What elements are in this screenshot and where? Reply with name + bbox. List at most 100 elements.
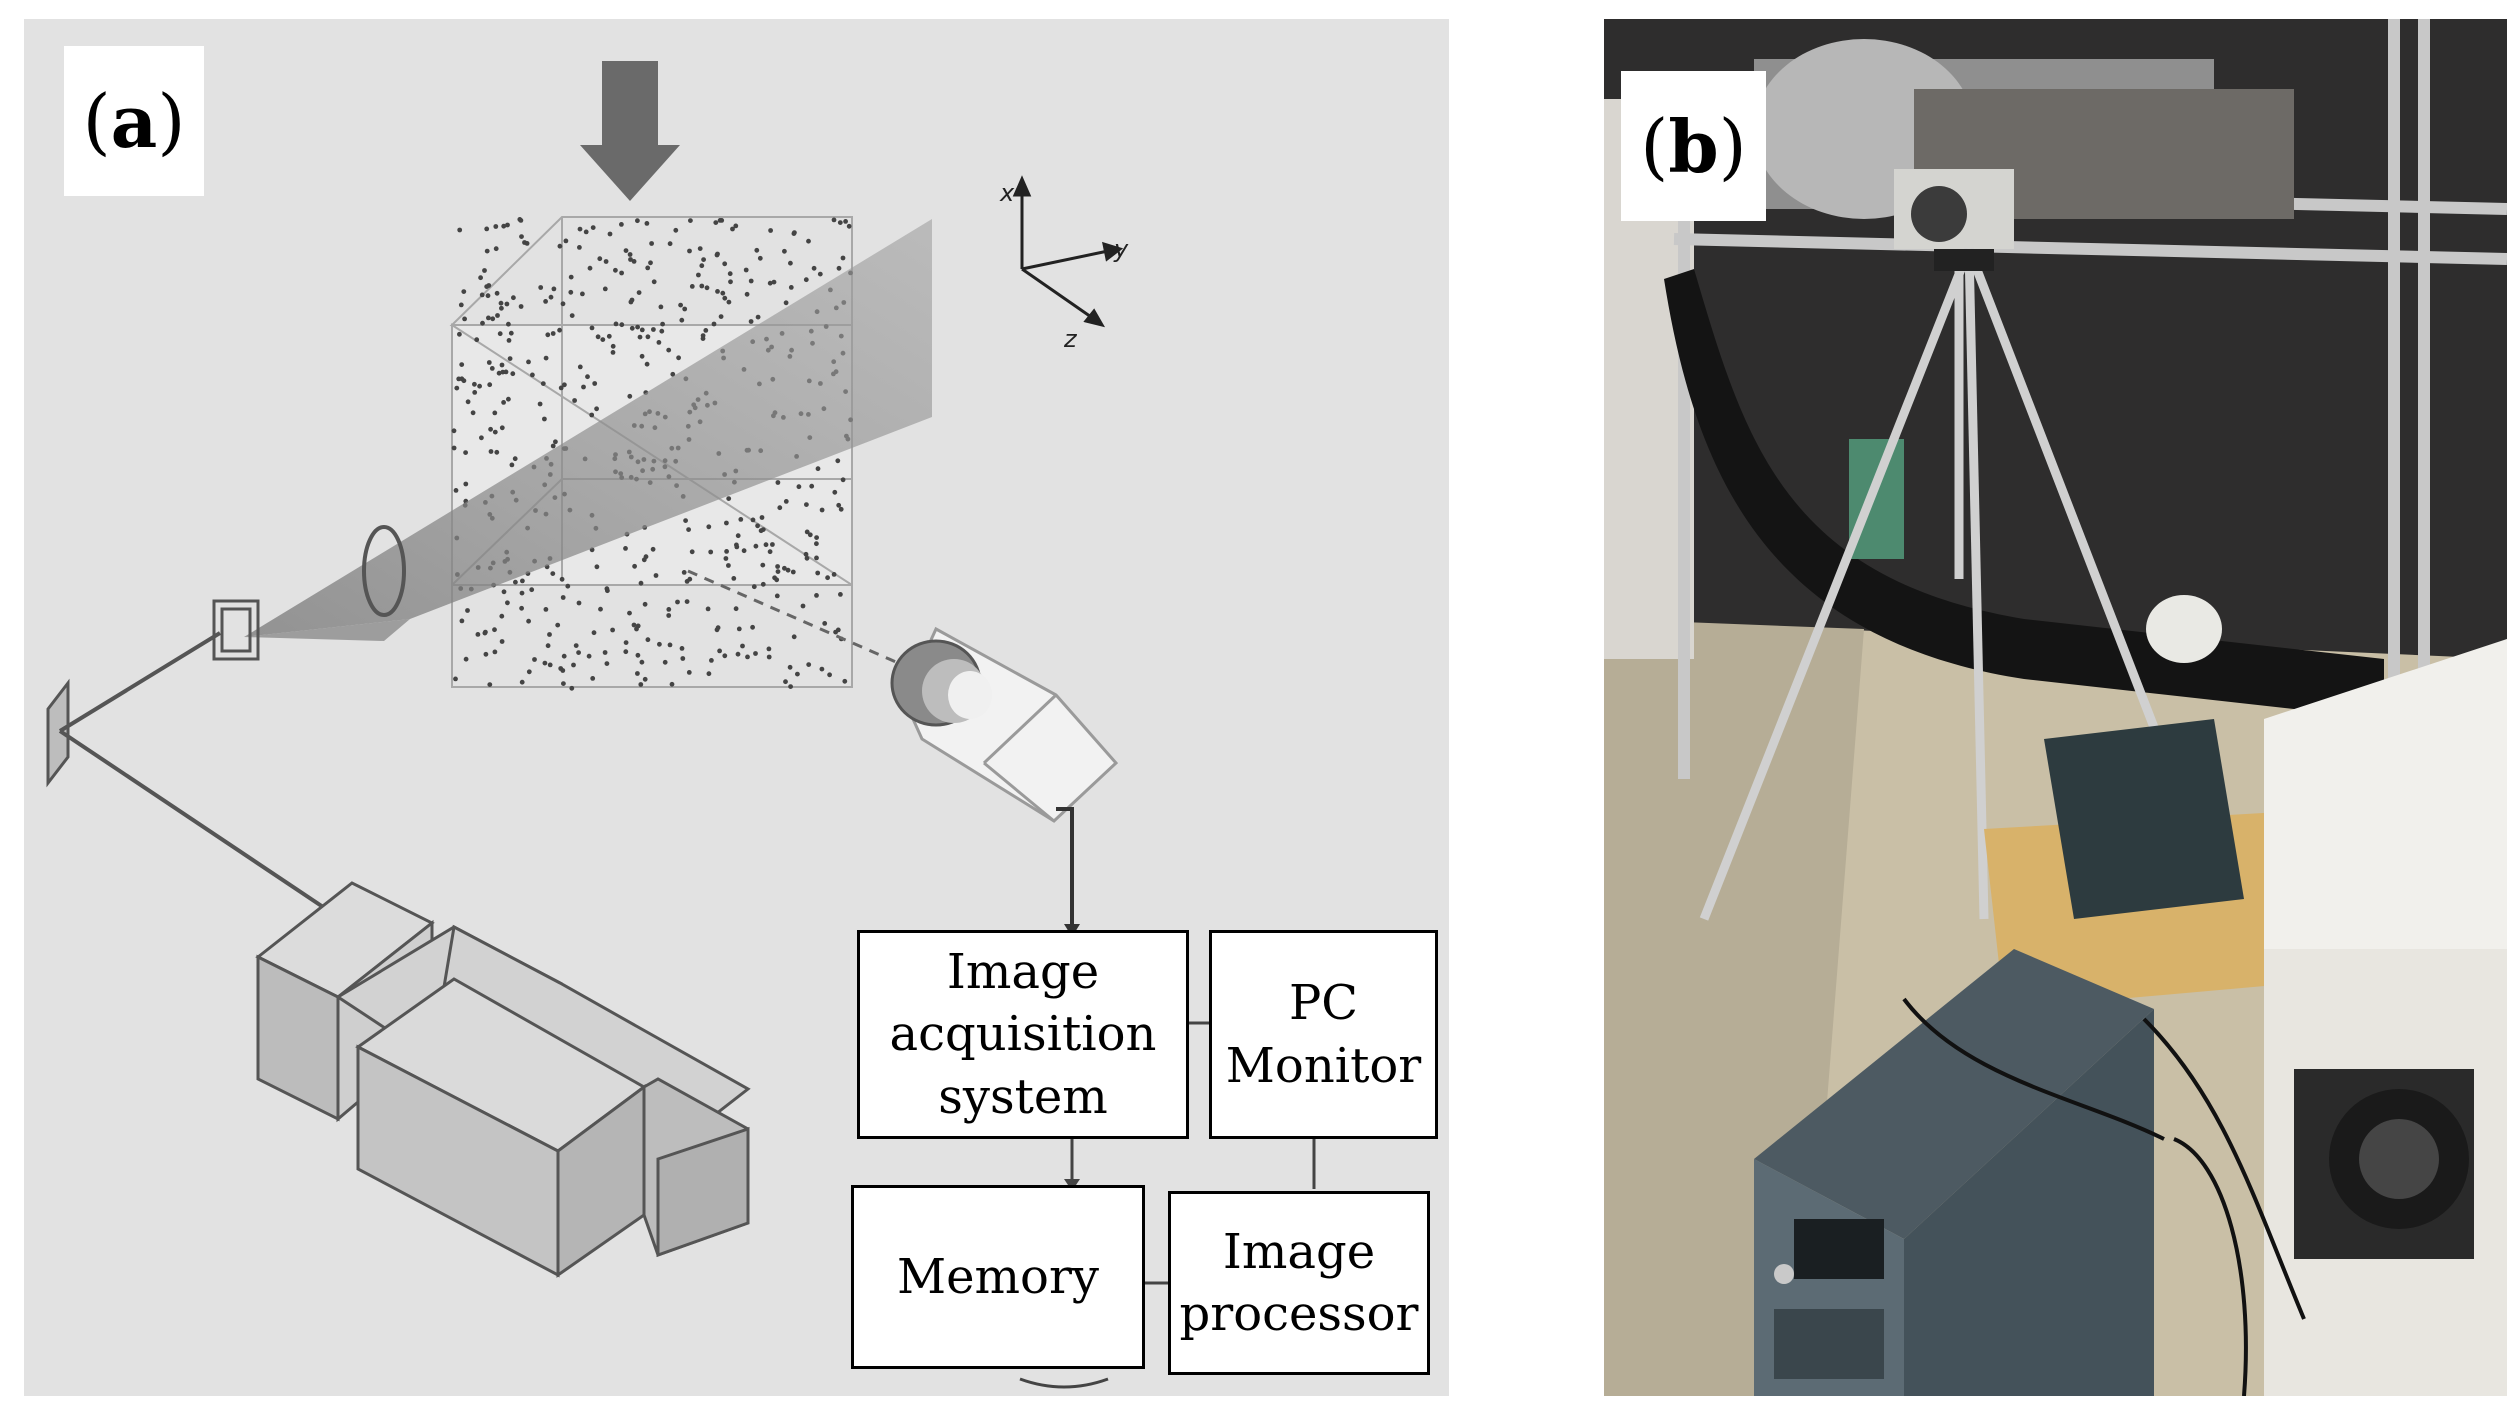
- particle: [706, 524, 712, 530]
- particle: [814, 535, 819, 540]
- particle: [557, 327, 562, 333]
- particle: [540, 381, 546, 386]
- particle: [519, 679, 525, 685]
- particle: [488, 426, 493, 432]
- particle: [744, 291, 750, 297]
- particle: [457, 331, 462, 337]
- camera-cable: [1056, 807, 1074, 929]
- flexible-duct: [1664, 269, 2384, 719]
- particle: [782, 248, 787, 254]
- particle: [814, 593, 819, 598]
- particle: [662, 659, 668, 665]
- panel-label-a: (a): [64, 46, 204, 196]
- particle: [708, 549, 714, 555]
- particle: [667, 642, 673, 648]
- axis-label-y: y: [1113, 235, 1129, 263]
- particle: [510, 371, 516, 377]
- particle: [506, 396, 511, 402]
- particle: [667, 241, 673, 247]
- particle: [639, 353, 645, 359]
- particle: [687, 576, 693, 582]
- particle: [511, 295, 516, 301]
- particle: [770, 542, 775, 547]
- particle: [748, 278, 754, 284]
- particle: [512, 456, 518, 462]
- particle: [785, 567, 791, 573]
- particle: [800, 603, 806, 609]
- particle: [714, 627, 720, 633]
- particle: [487, 382, 493, 388]
- particle: [494, 290, 500, 296]
- particle: [635, 671, 640, 676]
- particle: [592, 381, 598, 386]
- particle: [807, 532, 813, 538]
- particle: [679, 317, 685, 323]
- laser-unit: [2044, 719, 2244, 919]
- particle: [796, 484, 802, 490]
- particle: [643, 554, 649, 560]
- particle: [767, 549, 773, 555]
- particle: [758, 528, 764, 534]
- particle: [627, 610, 632, 616]
- particle: [713, 220, 719, 226]
- particle: [689, 549, 695, 555]
- particle: [453, 488, 459, 493]
- particle: [680, 656, 686, 661]
- particle: [474, 337, 480, 343]
- laser-light-sheet: [244, 219, 932, 637]
- particle: [696, 272, 701, 278]
- particle: [590, 225, 596, 231]
- particle: [459, 362, 465, 367]
- particle: [557, 243, 563, 249]
- particle: [532, 657, 537, 662]
- particle: [559, 576, 565, 582]
- particle: [788, 684, 793, 689]
- particle: [726, 299, 732, 305]
- particle: [775, 480, 781, 485]
- particle: [550, 443, 556, 449]
- particle: [499, 425, 505, 431]
- particle: [451, 428, 457, 434]
- particle: [580, 291, 585, 297]
- particle: [453, 676, 458, 682]
- panel-label-b: (b): [1621, 71, 1766, 221]
- particle: [478, 275, 483, 281]
- particle: [492, 649, 498, 655]
- particle: [635, 324, 640, 330]
- particle: [743, 267, 749, 273]
- particle: [619, 270, 624, 276]
- particle: [750, 517, 756, 523]
- particle: [735, 533, 741, 539]
- particle: [603, 259, 609, 264]
- particle: [635, 623, 641, 629]
- particle: [755, 314, 761, 320]
- particle: [492, 429, 498, 435]
- particle: [457, 227, 463, 233]
- particle: [730, 226, 735, 232]
- particle: [819, 666, 825, 672]
- particle: [726, 496, 732, 501]
- particle: [482, 268, 487, 273]
- particle: [791, 634, 797, 640]
- particle: [806, 662, 812, 667]
- particle: [497, 331, 503, 337]
- particle: [803, 551, 809, 557]
- particle: [649, 241, 654, 246]
- particle: [475, 632, 481, 637]
- particle: [642, 676, 648, 682]
- particle: [733, 223, 739, 229]
- particle: [704, 285, 710, 291]
- particle: [804, 555, 810, 561]
- cables: [1902, 997, 2306, 1396]
- particle: [610, 350, 616, 355]
- particle: [623, 248, 629, 254]
- particle: [526, 669, 532, 675]
- particle: [631, 622, 637, 628]
- particle: [628, 257, 633, 262]
- particle: [722, 653, 728, 659]
- particle: [585, 374, 590, 380]
- particle: [783, 679, 788, 685]
- particle: [644, 361, 650, 367]
- particle: [676, 355, 681, 361]
- particle: [470, 410, 476, 416]
